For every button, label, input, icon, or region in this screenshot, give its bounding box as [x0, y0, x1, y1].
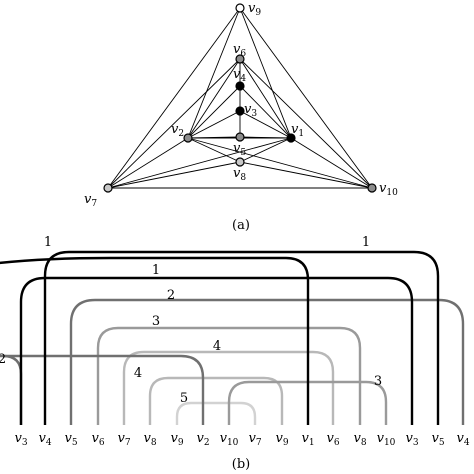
- baseline-label-14: v10: [377, 431, 396, 448]
- baseline-label-7: v2: [196, 431, 209, 448]
- baseline-label-13: v8: [353, 431, 366, 448]
- edge-v10-v8: [239, 161, 373, 189]
- arc-4: [0, 354, 205, 425]
- arc-9: [175, 401, 257, 425]
- baseline-label-17: v4: [456, 431, 469, 448]
- graph-edges: [107, 7, 373, 189]
- baseline-label-12: v6: [326, 431, 339, 448]
- arc-7: [122, 350, 335, 425]
- edge-v2-v8: [187, 137, 241, 163]
- arc-8: [148, 376, 284, 425]
- vertex-label-v2: v2: [171, 122, 184, 139]
- vertex-label-v1: v1: [291, 122, 304, 139]
- arc-3: [69, 298, 465, 425]
- vertex-v2: [183, 133, 193, 143]
- baseline-label-1: v4: [38, 431, 51, 448]
- arc-5: [96, 326, 362, 425]
- edge-v10-v2: [187, 137, 373, 189]
- baseline-label-4: v7: [117, 431, 130, 448]
- arc-2: [19, 276, 414, 425]
- vertex-v10: [367, 183, 377, 193]
- arcs: [0, 250, 465, 425]
- edge-v3-v2: [187, 110, 241, 139]
- planar-graph: v9 v6 v4 v3 v2 v1 v5 v8 v7 v10: [84, 1, 398, 209]
- vertex-label-v9: v9: [248, 1, 261, 18]
- baseline-label-10: v9: [275, 431, 288, 448]
- vertex-v9: [235, 3, 245, 13]
- vertex-v5: [235, 132, 245, 142]
- vertex-label-v10: v10: [379, 181, 398, 198]
- baseline-label-8: v10: [220, 431, 239, 448]
- edge-v6-v2: [187, 58, 241, 139]
- vertex-label-v3: v3: [244, 102, 257, 119]
- arc-1: [43, 250, 440, 425]
- edge-v6-v1: [239, 58, 292, 139]
- vertex-v6: [235, 54, 245, 64]
- baseline-label-11: v1: [301, 431, 314, 448]
- vertex-label-v6: v6: [233, 42, 246, 59]
- vertex-label-v4: v4: [233, 67, 246, 84]
- edge-v9-v2: [187, 7, 241, 139]
- arc-label-3: 2: [167, 288, 175, 303]
- caption-b: (b): [232, 457, 250, 472]
- arc-label-1: 1: [362, 235, 370, 250]
- vertex-label-v8: v8: [233, 166, 246, 183]
- vertex-v7: [103, 183, 113, 193]
- arc-label-2: 1: [152, 263, 160, 278]
- graph-vertices: [103, 3, 377, 193]
- baseline-label-2: v5: [64, 431, 77, 448]
- edge-v10-v1: [290, 137, 373, 189]
- edge-v4-v2: [187, 85, 241, 139]
- baseline-label-9: v7: [248, 431, 261, 448]
- edge-v1-v8: [239, 137, 292, 163]
- baseline-label-5: v8: [143, 431, 156, 448]
- edge-v9-v10: [239, 7, 373, 189]
- edge-v7-v8: [107, 161, 241, 189]
- arc-label-0: 1: [44, 235, 52, 250]
- arc-label-7: 4: [213, 339, 221, 354]
- baseline-label-6: v9: [170, 431, 183, 448]
- baseline-label-15: v3: [405, 431, 418, 448]
- edge-v6-v10: [239, 58, 373, 189]
- vertex-label-v5: v5: [233, 141, 246, 158]
- baseline-label-0: v3: [14, 431, 27, 448]
- caption-a: (a): [232, 218, 250, 233]
- arc-label-9: 5: [180, 391, 188, 406]
- baseline-label-16: v5: [431, 431, 444, 448]
- vertex-label-v7: v7: [84, 192, 97, 209]
- arc-label-8: 4: [134, 366, 142, 381]
- vertex-v4: [235, 81, 245, 91]
- edge-v7-v2: [107, 137, 189, 189]
- vertex-v8: [235, 157, 245, 167]
- arc-0: [0, 256, 310, 425]
- edge-v6-v7: [107, 58, 241, 189]
- vertex-v1: [286, 133, 296, 143]
- arc-label-6: 3: [374, 374, 382, 389]
- edge-v9-v7: [107, 7, 241, 189]
- edge-v3-v1: [239, 110, 292, 139]
- edge-v7-v1: [107, 137, 292, 189]
- baseline-label-3: v6: [91, 431, 104, 448]
- arc-label-4: 2: [0, 352, 6, 367]
- baseline-labels: v3 v4 v5 v6 v7 v8 v9 v2 v10 v7 v9 v1 v6 v8 v10 v3 v5 v4: [14, 431, 469, 448]
- arc-label-5: 3: [152, 314, 160, 329]
- edge-v4-v1: [239, 85, 292, 139]
- edge-v9-v1: [239, 7, 292, 139]
- vertex-v3: [235, 106, 245, 116]
- graph-vertex-labels: v9 v6 v4 v3 v2 v1 v5 v8 v7 v10: [84, 1, 398, 209]
